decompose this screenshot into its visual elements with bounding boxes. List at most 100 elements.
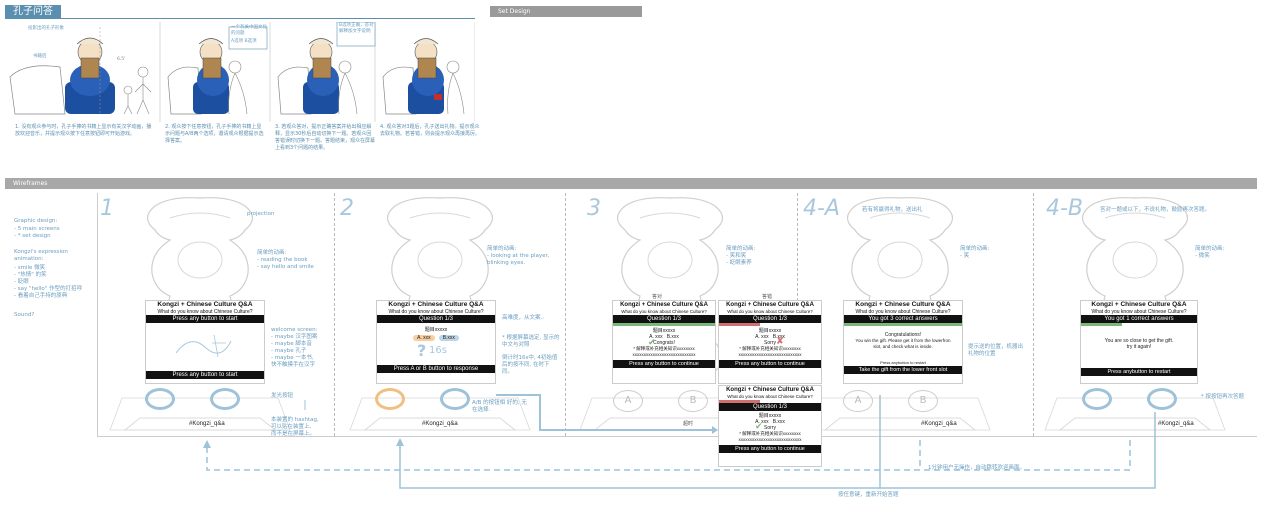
continue-bar: Press any button to continue <box>719 445 821 453</box>
set-caption-2: 2. 观众按下任意按钮，孔子手捧的书籍上显示问题与A/B两个选项，邀请观众根据提… <box>165 124 264 144</box>
wf-divider <box>334 193 335 436</box>
set-caption-1: 1. 没有观众参与时，孔子手捧的书籍上显示有关汉字动画，播放欢迎音乐，并提示观众… <box>15 124 152 137</box>
option-b: B.xxx <box>772 419 785 425</box>
anim-note: 简单的动画: <box>1195 246 1225 252</box>
question-text: 题目xxxxx <box>758 328 782 334</box>
gd-item: - 5 main screens <box>14 226 60 232</box>
explanation-2: xxxxxxxxxxxxxxxxxxxxxxxxxxxx <box>632 352 696 357</box>
screen-subtitle: What do you know about Chinese Culture? <box>621 309 707 314</box>
result-line: Congratulations! <box>884 332 922 338</box>
option-b: B.xxx <box>772 334 785 340</box>
exp-item: - "热情" 的笑 <box>14 272 47 278</box>
section-title: 孔子问答 <box>5 5 61 19</box>
welcome-note: - maybe 脚本音 <box>271 341 312 347</box>
question-text: 题目xxxxx <box>424 327 448 333</box>
wf-divider <box>1033 193 1034 436</box>
anim-note: 简单的动画: <box>960 246 990 252</box>
set-label-options: A选项 B选项 <box>231 39 257 44</box>
hashtag-note: 而不是在屏幕上。 <box>271 431 316 437</box>
screen-subtitle: What do you know about Chinese Culture? <box>727 309 813 314</box>
gift-note: 提示送的位置，机器出礼物的位置 <box>968 344 1024 357</box>
congrats-text: Congrats! <box>653 340 675 346</box>
set-design-bar: Set Design <box>490 6 642 17</box>
step-number: 1 <box>100 196 114 221</box>
button-b[interactable] <box>440 388 470 410</box>
start-bar: Press any button to start <box>146 315 264 323</box>
button-a[interactable] <box>1082 388 1112 410</box>
screen-note: * 根据屏幕选定, 显示的中文与对照 <box>502 335 560 348</box>
question-counter: Question 1/3 <box>377 315 495 323</box>
sorry-text: Sorry <box>764 340 776 346</box>
set-design-illustrations <box>9 22 475 122</box>
anim-note: blinking eyes. <box>487 260 526 266</box>
wf1-screen: Kongzi + Chinese Culture Q&A What do you… <box>145 300 265 384</box>
hashtag: #Kongzi_q&a <box>189 421 225 427</box>
score-bar: You got 3 correct answers <box>844 315 962 323</box>
set-label-answer: B选项正确，答对解释加文字说明 <box>339 23 374 34</box>
button-b[interactable]: B <box>678 390 708 412</box>
question-counter: Question 1/3 <box>719 403 821 411</box>
screen-title: Kongzi + Chinese Culture Q&A <box>157 301 253 308</box>
button-b[interactable]: B <box>908 390 938 412</box>
button-a[interactable]: A <box>613 390 643 412</box>
option-a: A. xxx <box>755 334 769 340</box>
anim-note: - 微笑 <box>1195 253 1210 259</box>
restart-bar: Press anybutton to restart <box>1081 368 1197 376</box>
question-counter: Question 1/3 <box>613 315 715 323</box>
check-icon: ✔ <box>648 338 656 348</box>
explanation-2: xxxxxxxxxxxxxxxxxxxxxxxxxxxx <box>738 437 802 442</box>
start-bar-bottom: Press any button to start <box>146 371 264 379</box>
screen-note: 倒计时16s中, 4初始值后的按不同, 在时下同。 <box>502 355 558 375</box>
option-a: A. xxx <box>649 334 663 340</box>
idle-timeout-note: 1分钟用户无操作，自动跳转欢迎画面。 <box>928 465 1026 471</box>
wf4a-screen: Kongzi + Chinese Culture Q&A What do you… <box>843 300 963 384</box>
screen-subtitle: What do you know about Chinese Culture? <box>1091 309 1187 315</box>
exp-item: - 看着自己手持的原典 <box>14 293 68 299</box>
anim-note: 简单的动画: <box>257 250 287 256</box>
screen-title: Kongzi + Chinese Culture Q&A <box>1091 301 1187 308</box>
gift-bar: Take the gift from the lower front slot <box>844 366 962 374</box>
explanation-2: xxxxxxxxxxxxxxxxxxxxxxxxxxxx <box>738 352 802 357</box>
button-a[interactable] <box>145 388 175 410</box>
button-b[interactable] <box>210 388 240 410</box>
wf-divider <box>565 193 566 436</box>
response-bar: Press A or B button to response <box>377 365 495 373</box>
button-b[interactable] <box>1147 388 1177 410</box>
hashtag: #Kongzi_q&a <box>921 421 957 427</box>
wireframes-bar: Wireframes <box>5 178 1257 189</box>
wf-bottom-rule <box>97 436 1257 437</box>
option-b: B.xxx <box>666 334 679 340</box>
result-line: slot, and check what is inside. <box>873 344 933 349</box>
result-line: try it again! <box>1126 344 1152 350</box>
button-a[interactable] <box>375 388 405 410</box>
gd-item: - * set design <box>14 233 51 239</box>
sorry-text: Sorry <box>764 425 776 431</box>
exp-item: - say "hello" 作型的打招呼 <box>14 286 83 292</box>
option-a: A. xxx <box>755 419 769 425</box>
anim-note: - reading the book <box>257 257 308 263</box>
cross-icon: ✘ <box>776 336 785 347</box>
set-label-book: 书籍后 <box>33 54 47 59</box>
header-rule <box>5 18 475 19</box>
sound-note: Sound? <box>14 312 35 318</box>
button-note: 发光按钮 <box>271 393 294 399</box>
button-a[interactable]: A <box>843 390 873 412</box>
step-number: 2 <box>340 196 354 221</box>
projection-label: projection <box>247 211 275 217</box>
step-number: 3 <box>587 196 601 221</box>
restart-note: * 按按钮再次答题 <box>1201 394 1244 400</box>
wf3-wrong-screen: Kongzi + Chinese Culture Q&A What do you… <box>718 300 822 384</box>
hashtag: #Kongzi_q&a <box>1158 421 1194 427</box>
question-text: 题目xxxxx <box>758 413 782 419</box>
step-number: 4-A <box>803 196 840 221</box>
question-counter: Question 1/3 <box>719 315 821 323</box>
wrong-indicator <box>719 323 760 326</box>
hashtag: #Kongzi_q&a <box>422 421 458 427</box>
screen-title: Kongzi + Chinese Culture Q&A <box>388 301 484 308</box>
set-label-height: 6.5' <box>117 57 126 62</box>
anim-note: - looking at the player, <box>487 253 550 259</box>
timeout-indicator <box>719 400 760 403</box>
screen-title: Kongzi + Chinese Culture Q&A <box>726 387 814 393</box>
restart-hint: Press anybutton to restart <box>880 360 926 365</box>
